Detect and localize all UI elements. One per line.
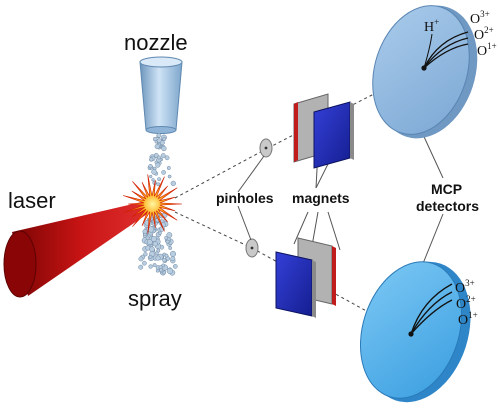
magnets-label: magnets: [292, 190, 350, 206]
magnet-pair-top: [293, 93, 354, 169]
spray-droplet: [161, 263, 166, 268]
spray-droplet: [151, 169, 157, 175]
spray-droplet: [155, 255, 161, 261]
spray-droplet: [162, 258, 167, 263]
spray-droplet: [150, 236, 157, 242]
spray-droplet: [164, 253, 169, 258]
spray-droplet: [143, 252, 148, 257]
pinhole-top: [259, 138, 273, 158]
spray-droplet: [154, 251, 159, 256]
magnet-pair-bottom: [275, 237, 336, 318]
spray-droplet: [165, 239, 170, 244]
ion-o1-top: O1+: [477, 41, 497, 59]
spray-droplet: [167, 174, 172, 179]
spray-droplet: [164, 236, 169, 240]
spray-label: spray: [128, 286, 182, 311]
spray-droplet: [160, 153, 166, 159]
detector-top: [372, 5, 478, 139]
spray-droplets: [138, 133, 178, 276]
spray-droplet: [170, 180, 176, 187]
spray-droplet: [156, 182, 161, 187]
ion-h-plus-top: H+: [424, 17, 439, 35]
spray-droplet: [142, 229, 148, 234]
spray-droplet: [156, 155, 161, 160]
spray-droplet: [152, 241, 158, 247]
pinholes-label: pinholes: [216, 190, 274, 206]
spray-droplet: [138, 264, 144, 270]
nozzle-label: nozzle: [124, 30, 188, 55]
ion-o1-bottom: O1+: [458, 310, 478, 328]
spray-droplet: [161, 170, 166, 175]
spray-droplet: [148, 164, 153, 169]
spray-droplet: [149, 174, 153, 179]
spray-droplet: [166, 267, 174, 275]
laser-label: laser: [8, 188, 56, 213]
spray-droplet: [169, 250, 177, 257]
spray-droplet: [162, 137, 167, 141]
detector-bottom: [359, 261, 471, 403]
spray-droplet: [154, 140, 158, 144]
spray-droplet: [164, 155, 170, 161]
pointer-lines: [237, 127, 444, 267]
spray-droplet: [168, 246, 173, 250]
detectors-label-line1: MCP: [431, 181, 462, 197]
spray-droplet: [142, 260, 147, 266]
laser-beam: [3, 200, 150, 298]
pinhole-bottom: [245, 238, 259, 258]
spray-droplet: [159, 140, 165, 146]
spray-droplet: [146, 239, 153, 245]
spray-droplet: [148, 255, 153, 259]
spray-droplet: [155, 162, 161, 168]
ion-o2-bottom: O2+: [456, 294, 476, 312]
spray-droplet: [155, 268, 160, 273]
spray-droplet: [159, 267, 164, 273]
nozzle: [139, 56, 183, 134]
ion-o2-top: O2+: [474, 25, 494, 43]
spray-droplet: [157, 177, 162, 182]
spray-droplet: [154, 143, 160, 150]
spray-droplet: [170, 256, 176, 262]
detectors-label-line2: detectors: [416, 198, 479, 214]
spray-droplet: [149, 246, 155, 252]
ion-o3-bottom: O3+: [455, 278, 475, 296]
spray-droplet: [148, 264, 153, 269]
spray-droplet: [138, 256, 144, 262]
spray-droplet: [156, 133, 162, 138]
spray-droplet: [151, 178, 155, 182]
spray-droplet: [149, 157, 154, 162]
spray-droplet: [166, 166, 171, 170]
laser-burst: [123, 174, 183, 234]
spray-droplet: [152, 263, 157, 268]
spray-droplet: [166, 232, 173, 239]
spray-droplet: [172, 264, 178, 269]
ion-o3-top: O3+: [470, 9, 490, 27]
spray-droplet: [161, 145, 167, 152]
